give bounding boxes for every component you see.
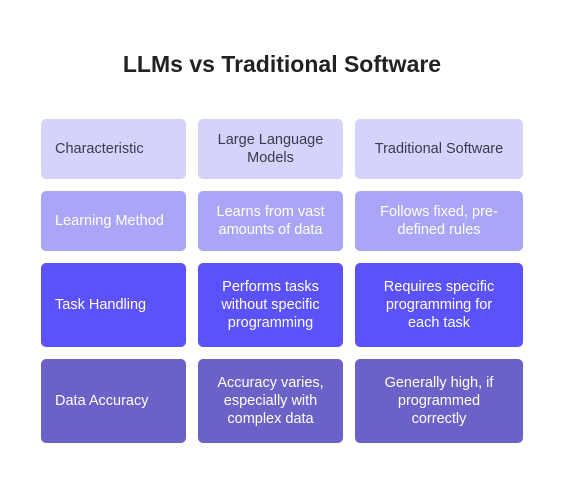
table-row: Data Accuracy Accuracy varies, especiall…: [41, 359, 523, 443]
header-row: Characteristic Large Language Models Tra…: [41, 119, 523, 179]
header-llm: Large Language Models: [198, 119, 343, 179]
header-traditional: Traditional Software: [355, 119, 523, 179]
row-characteristic: Task Handling: [41, 263, 186, 347]
comparison-table: Characteristic Large Language Models Tra…: [41, 119, 523, 455]
header-characteristic: Characteristic: [41, 119, 186, 179]
row-llm-cell: Accuracy varies, especially with complex…: [198, 359, 343, 443]
row-characteristic: Learning Method: [41, 191, 186, 251]
row-llm-cell: Learns from vast amounts of data: [198, 191, 343, 251]
row-traditional-cell: Follows fixed, pre-defined rules: [355, 191, 523, 251]
diagram-title: LLMs vs Traditional Software: [122, 51, 442, 77]
row-characteristic: Data Accuracy: [41, 359, 186, 443]
row-traditional-cell: Generally high, if programmed correctly: [355, 359, 523, 443]
table-row: Task Handling Performs tasks without spe…: [41, 263, 523, 347]
row-llm-cell: Performs tasks without specific programm…: [198, 263, 343, 347]
table-row: Learning Method Learns from vast amounts…: [41, 191, 523, 251]
row-traditional-cell: Requires specific programming for each t…: [355, 263, 523, 347]
